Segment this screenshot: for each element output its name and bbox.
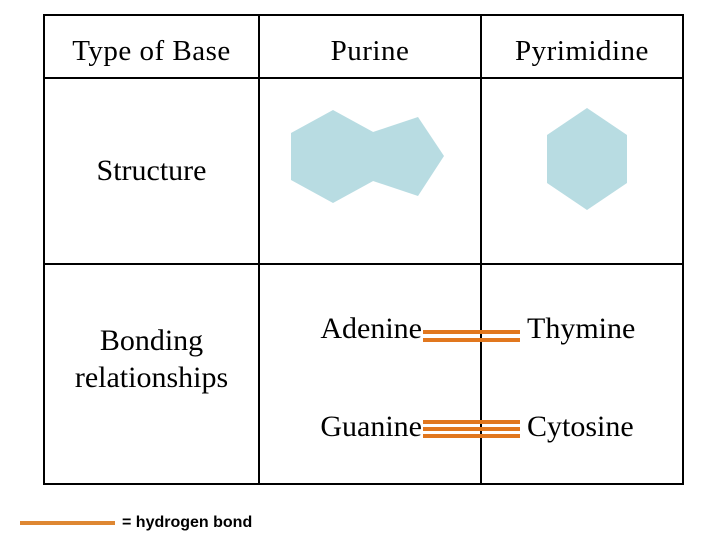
bond-name-cytosine: Cytosine — [527, 410, 634, 443]
bond-pair-guanine-cytosine: Guanine Cytosine — [260, 410, 682, 454]
triple-hydrogen-bond-lines — [423, 420, 520, 438]
pyrimidine-shape-icon — [547, 108, 627, 210]
bonding-pairs-area: Adenine Thymine Guanine Cytosine — [260, 265, 682, 483]
row-label-bonding: Bonding relationships — [45, 265, 260, 483]
bond-name-adenine: Adenine — [320, 312, 422, 345]
bonding-label-line2: relationships — [74, 361, 229, 394]
base-comparison-table: Type of Base Purine Pyrimidine Structure… — [43, 14, 684, 485]
purine-shape-icon — [291, 110, 444, 203]
double-hydrogen-bond-lines — [423, 330, 520, 342]
row-label-structure: Structure — [45, 79, 260, 265]
bond-name-thymine: Thymine — [527, 312, 636, 345]
legend: = hydrogen bond — [0, 505, 400, 540]
pyrimidine-structure-cell — [482, 79, 682, 265]
column-divider-line — [480, 265, 482, 483]
bonding-label-line1: Bonding — [99, 324, 204, 357]
header-type-of-base: Type of Base — [45, 16, 260, 79]
header-purine: Purine — [260, 16, 482, 79]
bond-pair-adenine-thymine: Adenine Thymine — [260, 312, 682, 356]
legend-label: = hydrogen bond — [122, 514, 253, 531]
hydrogen-bond-line-icon — [20, 521, 115, 525]
purine-structure-cell — [260, 79, 482, 265]
bond-name-guanine: Guanine — [320, 410, 422, 443]
header-pyrimidine: Pyrimidine — [482, 16, 682, 79]
